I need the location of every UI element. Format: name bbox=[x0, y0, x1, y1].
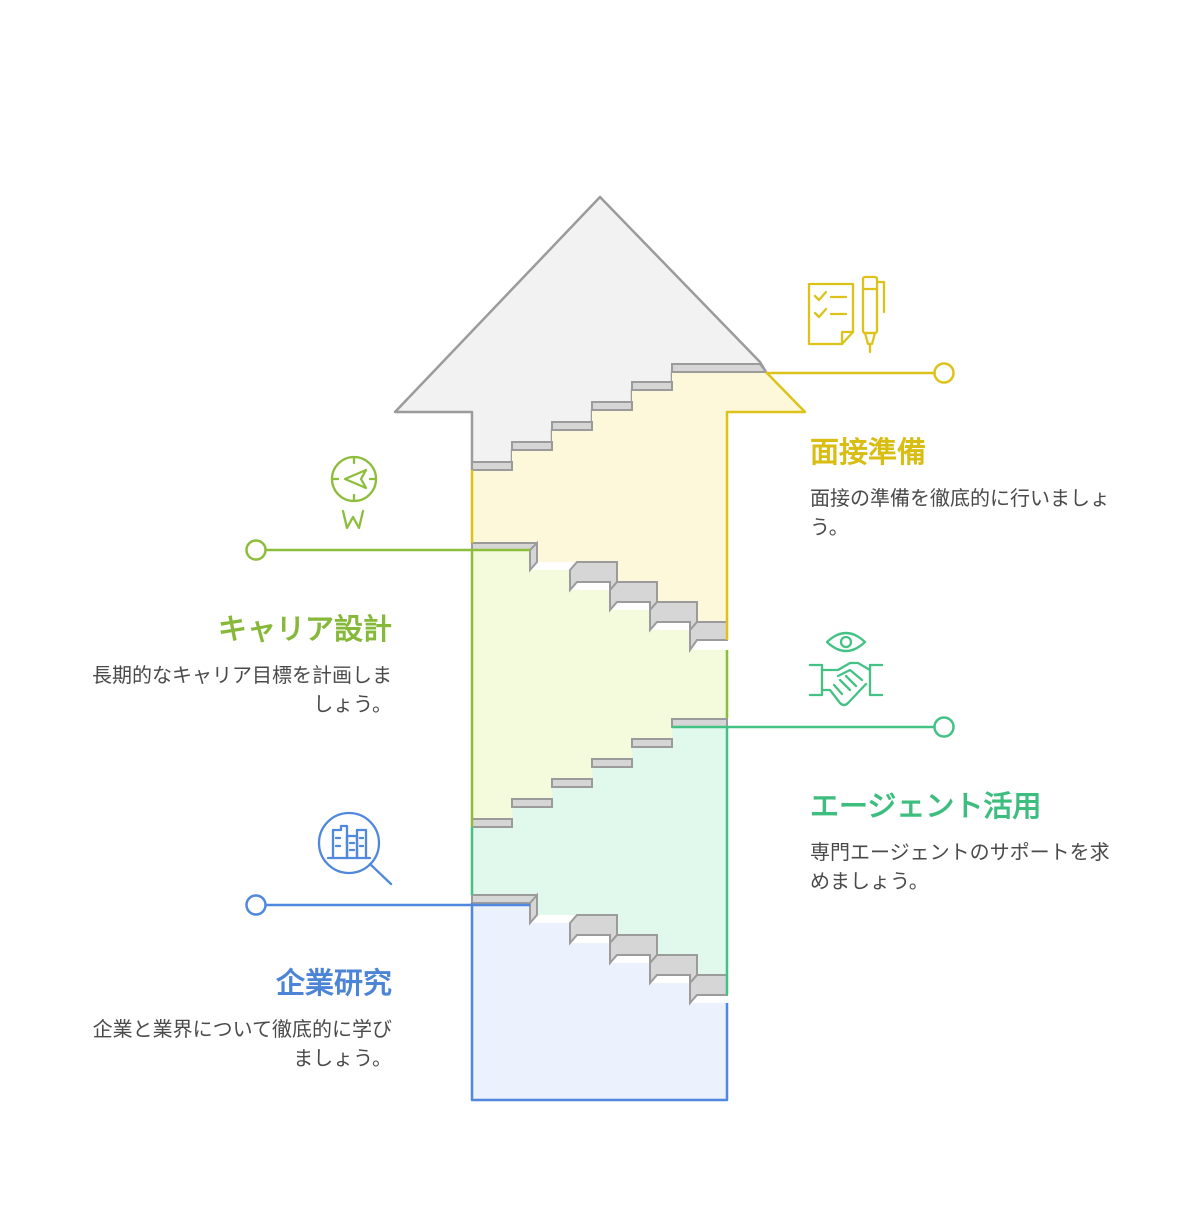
handshake-eye-icon bbox=[808, 631, 884, 707]
compass-icon bbox=[330, 455, 378, 530]
step-research: 企業研究 企業と業界について徹底的に学びましょう。 bbox=[92, 963, 392, 1073]
building-search-icon bbox=[317, 811, 393, 886]
segment-research bbox=[472, 903, 727, 1100]
step-interview-title: 面接準備 bbox=[810, 435, 927, 469]
step-interview-description: 面接の準備を徹底的に行いましょう。 bbox=[810, 486, 1110, 539]
step-agent: エージェント活用 専門エージェントのサポートを求めましょう。 bbox=[810, 786, 1110, 896]
step-agent-description: 専門エージェントのサポートを求めましょう。 bbox=[810, 840, 1110, 893]
step-research-description: 企業と業界について徹底的に学びましょう。 bbox=[92, 1017, 392, 1070]
step-interview: 面接準備 面接の準備を徹底的に行いましょう。 bbox=[810, 432, 1110, 542]
step-career-title: キャリア設計 bbox=[217, 612, 392, 646]
connector-career bbox=[245, 539, 530, 561]
connector-research bbox=[245, 894, 530, 916]
step-agent-title: エージェント活用 bbox=[810, 789, 1042, 823]
step-career: キャリア設計 長期的なキャリア目標を計画しましょう。 bbox=[92, 609, 392, 719]
connector-agent bbox=[672, 716, 955, 738]
connector-interview bbox=[766, 362, 955, 384]
segment-outlines bbox=[470, 371, 807, 1102]
segment-career bbox=[472, 550, 727, 827]
checklist-pen-icon bbox=[807, 275, 886, 354]
segment-agent bbox=[472, 727, 727, 995]
stair-steps bbox=[471, 363, 768, 1006]
step-career-description: 長期的なキャリア目標を計画しましょう。 bbox=[92, 663, 392, 716]
segment-interview bbox=[472, 372, 805, 640]
step-research-title: 企業研究 bbox=[275, 966, 392, 1000]
